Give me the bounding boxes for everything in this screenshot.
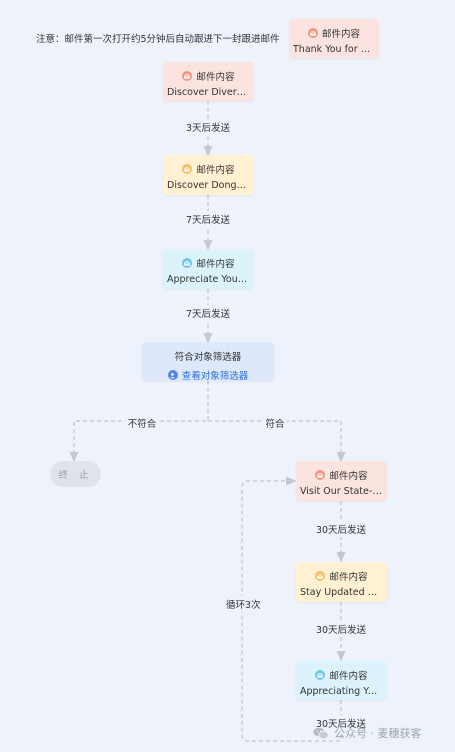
email-header: 邮件内容 [329,671,368,682]
loop-email-node-3[interactable]: 邮件内容 Appreciating Your... [296,661,387,700]
email-subject: Visit Our State-of... [300,486,387,497]
watermark: 公众号 · 麦穗获客 [313,725,422,741]
filter-title: 符合对象筛选器 [174,352,242,363]
filter-node[interactable]: 符合对象筛选器 查看对象筛选器 [142,342,274,382]
mail-icon [315,571,326,581]
end-node[interactable]: 终 止 [50,461,101,487]
user-icon [167,370,178,380]
email-header: 邮件内容 [321,29,360,40]
mail-icon [307,28,318,38]
wechat-icon [313,727,329,740]
edge-loop-back [241,476,342,742]
delay-label-2: 7天后发送 [183,211,233,227]
email-header: 邮件内容 [196,259,235,270]
email-subject: Appreciating Your... [300,686,387,697]
email-subject: Discover DongGu... [167,180,254,191]
mail-icon [315,470,326,480]
loop-email-node-2[interactable]: 邮件内容 Stay Updated wit... [296,562,387,602]
email-subject: Stay Updated wit... [300,587,387,598]
delay-label-1: 3天后发送 [183,119,233,135]
view-filter-label: 查看对象筛选器 [181,371,249,382]
email-node-3[interactable]: 邮件内容 Appreciate Your I... [163,249,254,289]
email-header: 邮件内容 [196,72,235,83]
email-node-1[interactable]: 邮件内容 Discover Diverse ... [163,62,254,101]
branch-no-match-label: 不符合 [125,415,159,431]
mail-icon [182,258,193,268]
loop-email-node-1[interactable]: 邮件内容 Visit Our State-of... [296,461,387,501]
delay-label-3: 7天后发送 [183,305,233,321]
email-subject: Discover Diverse ... [167,87,254,98]
delay-label-5: 30天后发送 [313,621,369,637]
watermark-text: 公众号 · 麦穗获客 [334,727,422,740]
email-header: 邮件内容 [196,165,235,176]
email-header: 邮件内容 [329,572,368,583]
followup-email-node[interactable]: 邮件内容 Thank You for Re... [289,19,379,58]
branch-match-label: 符合 [263,415,287,431]
note-text: 注意：邮件第一次打开约5分钟后自动跟进下一封跟进邮件 [36,34,280,45]
view-filter-link[interactable]: 查看对象筛选器 [142,368,274,382]
delay-label-6: 30天后发送 [313,715,369,731]
mail-icon [182,164,193,174]
email-subject: Appreciate Your I... [167,274,254,285]
delay-label-4: 30天后发送 [313,521,369,537]
email-node-2[interactable]: 邮件内容 Discover DongGu... [163,155,254,195]
email-header: 邮件内容 [329,471,368,482]
mail-icon [315,670,326,680]
email-subject: Thank You for Re... [293,44,379,55]
edge-match [208,420,346,463]
mail-icon [182,71,193,81]
loop-count-label: 循环3次 [224,596,263,612]
